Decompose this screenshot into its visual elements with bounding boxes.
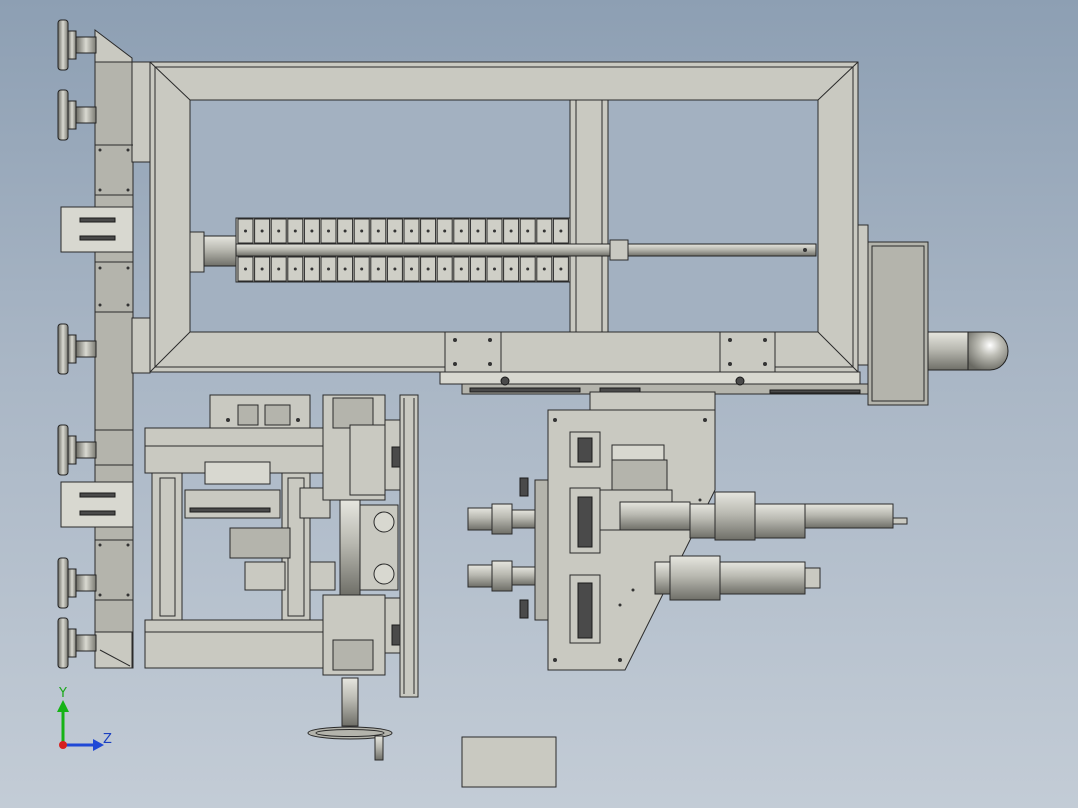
rack-bolt-hole xyxy=(526,267,530,271)
rack-bolt-hole xyxy=(260,267,264,271)
rack-bolt-hole xyxy=(509,267,513,271)
control-box xyxy=(461,736,557,788)
lower-subframe xyxy=(144,394,336,669)
rack-bolt-hole xyxy=(376,267,380,271)
drive-motor xyxy=(867,241,1009,406)
rack-bolt-hole xyxy=(376,229,380,233)
rack-bolt-hole xyxy=(310,229,314,233)
leveling-feet xyxy=(57,19,97,669)
rack-bolt-hole xyxy=(293,229,297,233)
rack-bolt-hole xyxy=(343,267,347,271)
rack-bolt-hole xyxy=(293,267,297,271)
rack-bolt-hole xyxy=(260,229,264,233)
rack-bolt-hole xyxy=(327,267,330,271)
rack-bolt-hole xyxy=(410,229,413,233)
vertical-slide xyxy=(322,394,419,698)
left-base-column xyxy=(60,28,151,669)
triad-z-label: Z xyxy=(103,732,112,747)
rack-bolt-hole xyxy=(327,229,330,233)
rack-bolt-hole xyxy=(277,229,281,233)
rack-bolt-hole xyxy=(559,267,563,271)
rack-bolt-hole xyxy=(244,267,247,271)
rack-bolt-hole xyxy=(343,229,347,233)
rack-bolt-hole xyxy=(509,229,513,233)
rack-bolt-hole xyxy=(493,267,496,271)
rack-bolt-hole xyxy=(443,267,447,271)
linear-rail xyxy=(439,331,873,411)
rack-bolt-hole xyxy=(459,267,463,271)
triad-y-label: Y xyxy=(59,686,67,701)
rack-bolt-hole xyxy=(393,229,397,233)
main-frame xyxy=(149,61,869,373)
rack-bolt-hole xyxy=(277,267,281,271)
rack-bolt-hole xyxy=(542,267,546,271)
rack-bolt-hole xyxy=(493,229,496,233)
rack-bolt-hole xyxy=(526,229,530,233)
rack-bolt-hole xyxy=(426,267,430,271)
rack-bolt-hole xyxy=(244,229,247,233)
rack-bolt-hole xyxy=(360,229,364,233)
rack-segments xyxy=(237,218,569,282)
rack-bolt-hole xyxy=(426,229,430,233)
rack-bolt-hole xyxy=(459,229,463,233)
rack-bolt-hole xyxy=(443,229,447,233)
handwheel[interactable] xyxy=(307,677,393,761)
axis-triad xyxy=(57,700,104,751)
rack-bolt-hole xyxy=(476,229,480,233)
rack-bolt-hole xyxy=(559,229,563,233)
rack-bolt-hole xyxy=(310,267,314,271)
rack-bolt-hole xyxy=(476,267,480,271)
rack-bolt-hole xyxy=(542,229,546,233)
tool-carriage xyxy=(547,409,716,671)
pneumatic-cylinders xyxy=(467,477,908,621)
rack-bolt-hole xyxy=(410,267,413,271)
rack-bolt-hole xyxy=(360,267,364,271)
rack-bolt-hole xyxy=(393,267,397,271)
